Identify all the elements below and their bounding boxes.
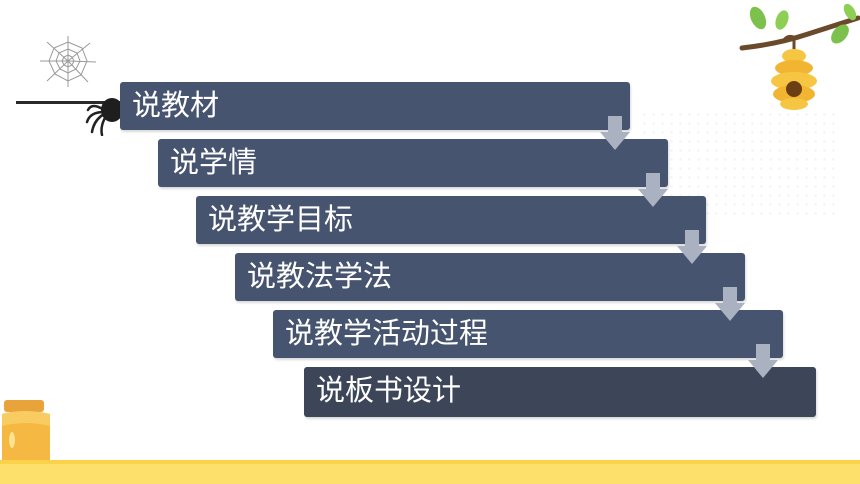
down-arrow-icon [677,230,707,264]
down-arrow-icon [600,116,630,150]
bottom-stripe [0,460,860,484]
down-arrow-icon [748,344,778,378]
step-6: 说板书设计 [304,367,816,417]
spider-icon [85,98,123,136]
spider-thread [16,101,120,104]
step-4: 说教法学法 [235,253,745,301]
down-arrow-icon [715,287,745,321]
step-5: 说教学活动过程 [273,310,783,358]
beehive-icon [739,4,860,110]
spider-web-icon [40,36,97,87]
honey-jar-icon [2,400,50,463]
down-arrow-icon [638,173,668,207]
step-3: 说教学目标 [196,196,706,244]
step-1: 说教材 [120,82,630,130]
step-2: 说学情 [158,139,668,187]
